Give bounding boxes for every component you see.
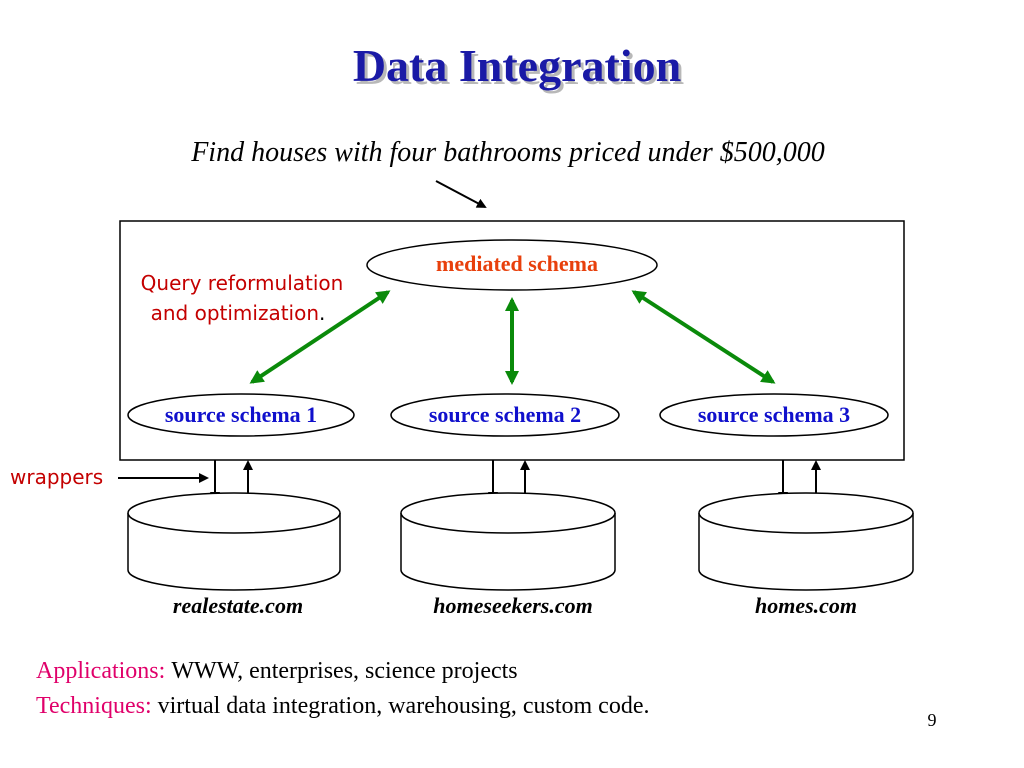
mediated-schema-ellipse <box>366 239 658 291</box>
source-schema-3-ellipse <box>659 393 889 437</box>
reformulation-label-line1: Query reformulation <box>141 271 344 295</box>
site-label-homeseekers: homeseekers.com <box>433 593 592 618</box>
green-arrow-left <box>249 290 391 384</box>
wrappers-label: wrappers <box>10 465 103 489</box>
site-label-homes: homes.com <box>755 593 857 618</box>
integration-system-box <box>119 220 905 461</box>
techniques-key: Techniques: <box>36 693 152 719</box>
source-schema-1-ellipse <box>127 393 355 437</box>
applications-value: WWW, enterprises, science projects <box>171 658 517 684</box>
site-label-realestate: realestate.com <box>173 593 303 618</box>
query-text: Find houses with four bathrooms priced u… <box>190 137 825 168</box>
database-cylinder-1 <box>127 492 341 591</box>
database-cylinder-3 <box>698 492 914 591</box>
techniques-value: virtual data integration, warehousing, c… <box>158 693 650 719</box>
green-arrow-right <box>631 290 776 384</box>
slide-title: Data Integration <box>353 40 681 91</box>
slide-title-shadow: Data Integration <box>356 43 684 94</box>
database-cylinder-2 <box>400 492 616 591</box>
reformulation-label-line2: and optimization. <box>151 301 326 325</box>
applications-line: Applications:WWW, enterprises, science p… <box>36 658 518 684</box>
query-arrow <box>435 180 487 208</box>
page-number: 9 <box>928 710 937 730</box>
techniques-line: Techniques:virtual data integration, war… <box>36 693 649 719</box>
source-schema-1-label: source schema 1 <box>165 402 317 427</box>
applications-key: Applications: <box>36 658 165 684</box>
mediated-schema-label: mediated schema <box>436 251 598 276</box>
source-schema-3-label: source schema 3 <box>698 402 850 427</box>
source-schema-2-label: source schema 2 <box>429 402 581 427</box>
source-schema-2-ellipse <box>390 393 620 437</box>
